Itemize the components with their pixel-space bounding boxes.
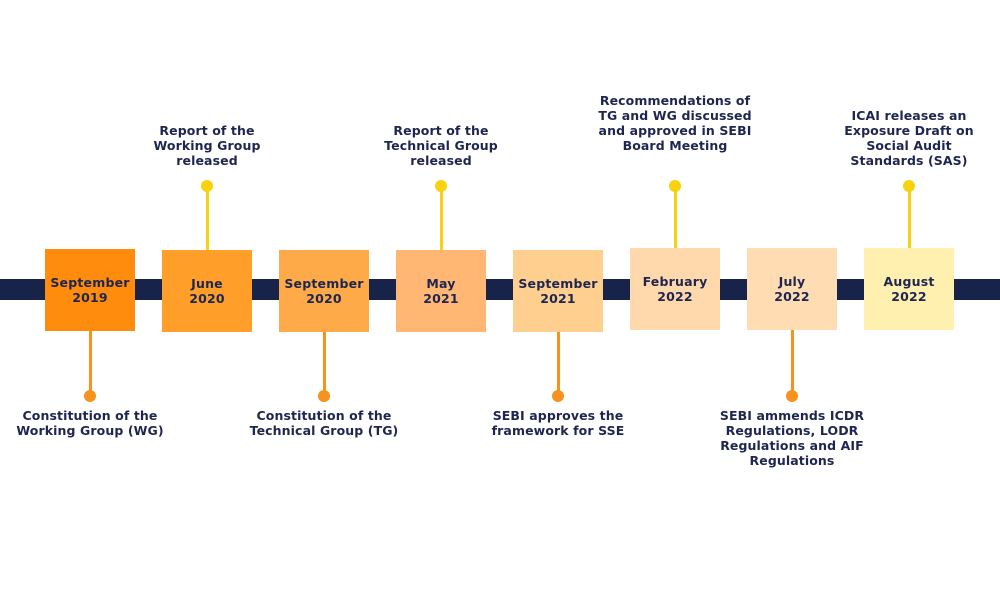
timeline-bar [0,279,1000,300]
event-year: 2021 [540,291,576,306]
connector-line [439,186,443,250]
connector-line [907,186,911,248]
event-description: Report of the Technical Group released [384,123,498,168]
connector-dot [669,180,681,192]
connector-dot [84,390,96,402]
event-description: SEBI approves the framework for SSE [491,408,625,438]
event-month: September [50,275,130,290]
connector-line [88,331,92,396]
event-year: 2020 [306,291,342,306]
event-month: September [284,276,364,291]
event-year: 2019 [72,290,108,305]
connector-line [205,186,209,250]
connector-dot [786,390,798,402]
event-description: ICAI releases an Exposure Draft on Socia… [844,108,974,168]
connector-dot [435,180,447,192]
connector-dot [201,180,213,192]
event-month: September [518,276,598,291]
event-month: July [778,274,806,289]
connector-dot [552,390,564,402]
event-description: Report of the Working Group released [153,123,261,168]
event-year: 2020 [189,291,225,306]
event-year: 2022 [891,289,927,304]
event-year: 2021 [423,291,459,306]
connector-dot [318,390,330,402]
event-month: February [642,274,708,289]
event-year: 2022 [774,289,810,304]
event-description: SEBI ammends ICDR Regulations, LODR Regu… [719,408,865,468]
event-description: Recommendations of TG and WG discussed a… [598,93,752,153]
event-year: 2022 [657,289,693,304]
event-month: June [191,276,223,291]
connector-line [556,332,560,396]
event-month: May [426,276,456,291]
connector-line [790,330,794,396]
connector-dot [903,180,915,192]
connector-line [673,186,677,248]
event-description: Constitution of the Technical Group (TG) [249,408,399,438]
connector-line [322,332,326,396]
event-month: August [883,274,935,289]
event-description: Constitution of the Working Group (WG) [16,408,164,438]
